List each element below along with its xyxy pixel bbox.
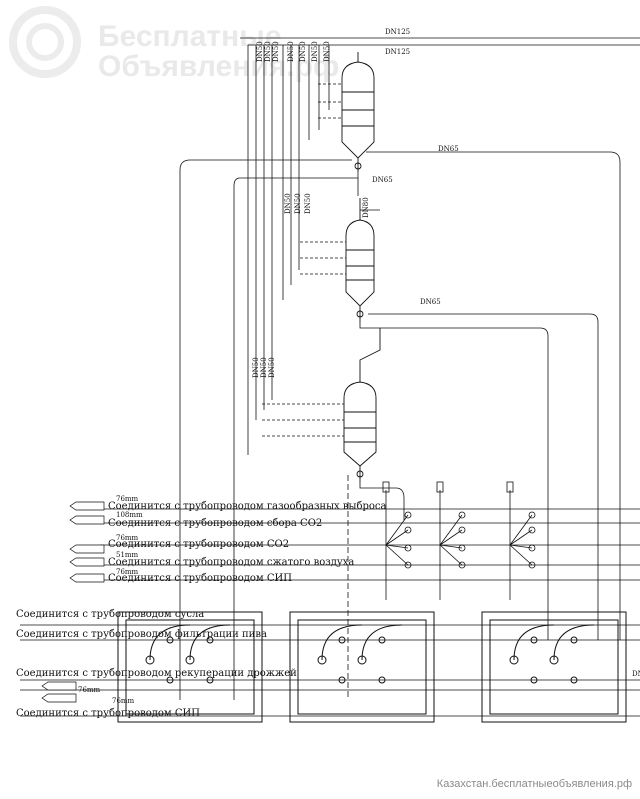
conn-label-cip: Соединится с трубопроводом СИП bbox=[108, 573, 292, 584]
main-header-lines bbox=[240, 37, 640, 455]
conn-label-air: Соединится с трубопроводом сжатого возду… bbox=[108, 557, 354, 568]
arrow-tags-lower bbox=[41, 681, 77, 703]
tank1-jacket-lines bbox=[318, 83, 342, 119]
dn50-label: DN50 bbox=[311, 41, 319, 62]
dn50-label: DN50 bbox=[299, 41, 307, 62]
right-edge-dn-label: DN bbox=[632, 670, 640, 678]
dn50-label: DN50 bbox=[268, 357, 276, 378]
dn50-label: DN50 bbox=[260, 357, 268, 378]
fermentation-tank-2 bbox=[345, 198, 375, 322]
dn50-label: DN50 bbox=[287, 41, 295, 62]
footer-site-label: Казахстан.бесплатныеобъявления.рф bbox=[437, 778, 632, 790]
tank2-jacket-lines bbox=[300, 241, 346, 275]
tank1-dn65-label: DN65 bbox=[372, 176, 393, 184]
valve-frame-3 bbox=[481, 611, 627, 723]
tank1-outlet-lines bbox=[179, 151, 621, 700]
dn50-label: DN50 bbox=[294, 193, 302, 214]
conn-size: 76mm bbox=[116, 568, 139, 576]
conn-label-cip-lower: Соединится с трубопроводом СИП bbox=[16, 708, 200, 719]
dn50-label: DN50 bbox=[284, 193, 292, 214]
conn-label-filtration: Соединится с трубопроводом фильтрации пи… bbox=[16, 629, 267, 640]
dn50-label: DN50 bbox=[323, 41, 331, 62]
dn50-label: DN50 bbox=[264, 41, 272, 62]
valve-frame-2 bbox=[289, 611, 435, 723]
dn50-labels-low: DN50 DN50 DN50 bbox=[252, 357, 276, 378]
dn50-labels-top: DN50 DN50 DN50 DN50 DN50 DN50 DN50 bbox=[256, 41, 331, 62]
dn50-label: DN50 bbox=[304, 193, 312, 214]
conn-label-yeast: Соединится с трубопроводом рекуперации д… bbox=[16, 668, 297, 679]
dn50-label: DN50 bbox=[256, 41, 264, 62]
watermark-line1: Бесплатные bbox=[98, 20, 282, 53]
tank2-outlet-lines bbox=[359, 209, 599, 640]
tank3-jacket-lines bbox=[262, 403, 344, 437]
tank2-dn65-label: DN65 bbox=[420, 298, 441, 306]
conn-label-wort: Соединится с трубопроводом сусла bbox=[16, 609, 204, 620]
conn-size: 108mm bbox=[116, 511, 143, 519]
arrow-tags-upper bbox=[69, 501, 105, 583]
conn-size: 76mm bbox=[116, 534, 139, 542]
watermark-logo bbox=[9, 6, 81, 78]
tank1-dn65-side-label: DN65 bbox=[438, 145, 459, 153]
valve-frame-1 bbox=[117, 611, 263, 723]
dn50-labels-mid: DN50 DN50 DN50 bbox=[284, 193, 312, 214]
dn50-label: DN50 bbox=[252, 357, 260, 378]
service-header-lines bbox=[20, 508, 640, 717]
fermentation-tank-1 bbox=[341, 52, 375, 172]
dn50-label: DN50 bbox=[272, 41, 280, 62]
conn-size: 76mm bbox=[112, 697, 135, 705]
dn125-top-label: DN125 bbox=[385, 28, 410, 36]
tank2-dn80-label: DN80 bbox=[362, 197, 370, 218]
fermentation-tank-3 bbox=[343, 328, 381, 482]
conn-label-co2-collect: Соединится с трубопроводом сбора CO2 bbox=[108, 518, 322, 529]
tank3-outlet-lines bbox=[347, 475, 405, 700]
connection-labels-lower: Соединится с трубопроводом сусла Соедини… bbox=[16, 609, 297, 719]
conn-size: 76mm bbox=[78, 686, 101, 694]
conn-label-co2: Соединится с трубопроводом CO2 bbox=[108, 539, 289, 550]
conn-label-exhaust: Соединится с трубопроводом газообразных … bbox=[108, 501, 386, 512]
valve-manifolds bbox=[382, 481, 536, 600]
dn125-second-label: DN125 bbox=[385, 48, 410, 56]
connection-labels-upper: 76mm Соединится с трубопроводом газообра… bbox=[108, 495, 386, 584]
conn-size: 51mm bbox=[116, 551, 139, 559]
conn-size: 76mm bbox=[116, 495, 139, 503]
